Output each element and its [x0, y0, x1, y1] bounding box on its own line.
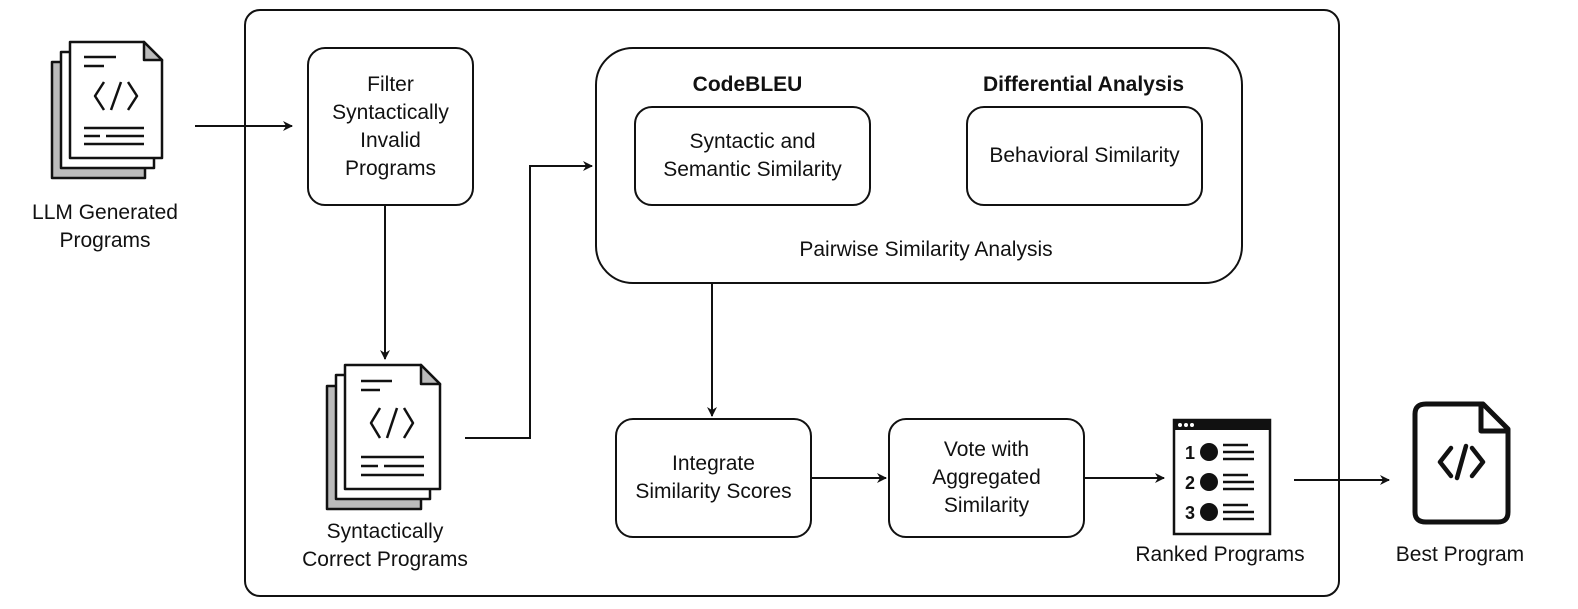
vote-step-box [888, 418, 1085, 538]
filter-step-label: Filter Syntactically Invalid Programs [332, 72, 449, 180]
integrate-step-box [615, 418, 812, 538]
differential-label: Behavioral Similarity [989, 144, 1180, 167]
best-label: Best Program [1395, 543, 1525, 566]
ranked-list-icon: 1 2 3 [1172, 418, 1272, 536]
input-label: LLM Generated Programs [32, 201, 178, 252]
similarity-panel-title: Pairwise Similarity Analysis [799, 238, 1053, 261]
differential-heading: Differential Analysis [982, 73, 1185, 96]
codebleu-heading: CodeBLEU [692, 73, 803, 96]
code-files-stack-icon [50, 40, 164, 180]
filter-step-box [307, 47, 474, 206]
code-file-icon [1412, 401, 1511, 525]
codebleu-label: Syntactic and Semantic Similarity [663, 130, 842, 181]
correct-programs-label: Syntactically Correct Programs [302, 520, 468, 571]
codebleu-box [634, 106, 871, 206]
rank-3: 3 [1185, 503, 1195, 523]
rank-1: 1 [1185, 443, 1195, 463]
differential-box [966, 106, 1203, 206]
rank-2: 2 [1185, 473, 1195, 493]
integrate-step-label: Integrate Similarity Scores [635, 452, 792, 503]
vote-step-label: Vote with Aggregated Similarity [932, 438, 1041, 517]
arrow-correct-to-panel [465, 161, 593, 439]
code-files-stack-icon [325, 363, 442, 511]
ranked-label: Ranked Programs [1135, 543, 1305, 566]
